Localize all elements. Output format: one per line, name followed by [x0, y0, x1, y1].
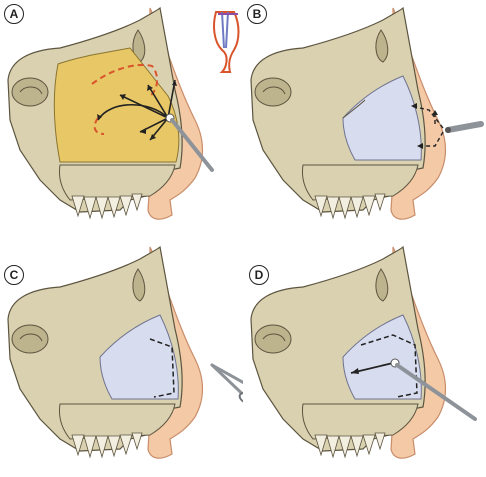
panel-b-illustration — [250, 6, 484, 220]
panel-c-illustration — [7, 245, 243, 459]
panel-d: D — [243, 239, 486, 477]
panel-label: B — [247, 4, 267, 24]
panel-c: C — [0, 239, 243, 477]
panel-b: B — [243, 0, 486, 238]
panel-label: C — [4, 265, 24, 285]
panel-label: A — [4, 4, 24, 24]
panel-a-illustration — [7, 6, 240, 220]
panel-label: D — [249, 265, 269, 285]
panel-d-illustration — [250, 245, 477, 459]
panel-a: A — [0, 0, 243, 238]
